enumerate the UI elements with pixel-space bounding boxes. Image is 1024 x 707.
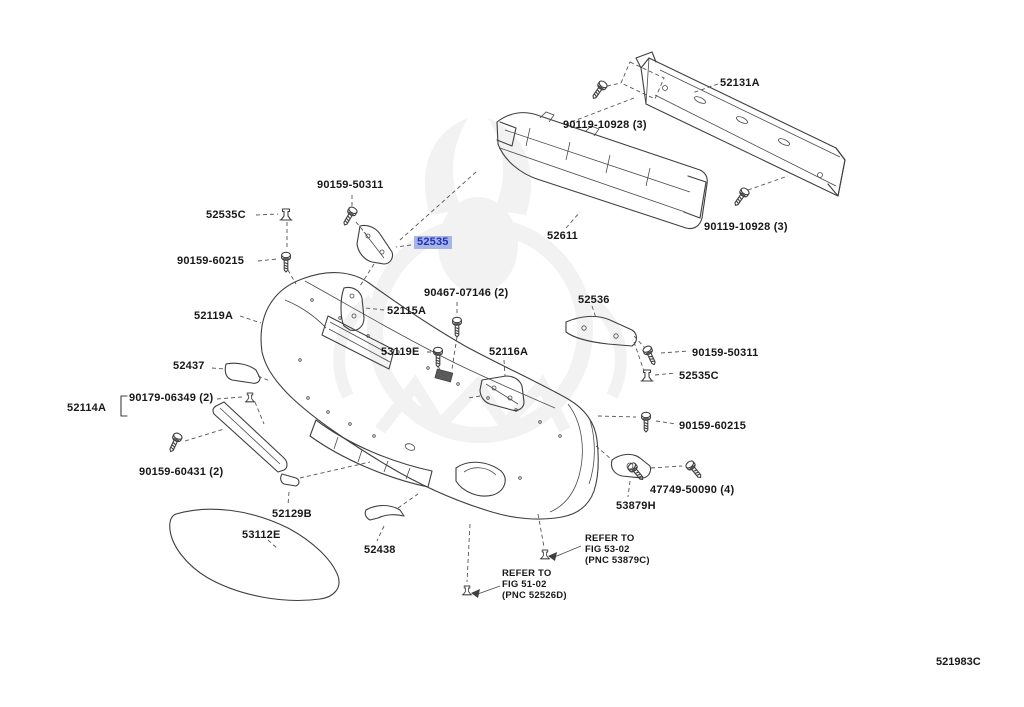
part-label-90119-10928-3-[interactable]: 90119-10928 (3)	[704, 221, 788, 233]
bolt-icon	[340, 205, 359, 228]
part-label-52116A[interactable]: 52116A	[489, 346, 529, 358]
bolt-icon	[452, 316, 462, 338]
part-label-53879H[interactable]: 53879H	[616, 500, 656, 512]
part-52438	[364, 504, 405, 521]
part-label-90159-60215[interactable]: 90159-60215	[679, 420, 747, 432]
part-label-53112E[interactable]: 53112E	[242, 529, 281, 541]
part-label-52131A[interactable]: 52131A	[720, 77, 760, 89]
clip-icon	[640, 369, 654, 382]
part-label-52611[interactable]: 52611	[547, 230, 578, 242]
part-label-52438[interactable]: 52438	[364, 544, 396, 556]
leader-lines	[184, 82, 789, 598]
bracket-52116A	[479, 375, 525, 412]
part-label-90159-60431-2-[interactable]: 90159-60431 (2)	[139, 466, 224, 478]
bolt-icon	[626, 461, 647, 483]
part-label-52114A[interactable]: 52114A	[67, 402, 107, 414]
part-label-52535C[interactable]: 52535C	[206, 209, 246, 221]
lower-grille-53112E	[169, 508, 340, 602]
part-label-52536[interactable]: 52536	[578, 294, 610, 306]
part-52129B	[280, 473, 300, 487]
part-label-52535[interactable]: 52535	[414, 236, 452, 249]
energy-absorber-52611	[496, 111, 708, 230]
bolt-icon	[731, 186, 751, 209]
label-group-bracket	[120, 395, 128, 417]
bolt-icon	[281, 251, 291, 273]
bumper-cover	[260, 272, 599, 520]
clip-icon	[279, 208, 293, 221]
part-label-52115A[interactable]: 52115A	[387, 305, 427, 317]
part-label-90467-07146-2-[interactable]: 90467-07146 (2)	[424, 287, 509, 299]
clip-icon	[461, 585, 473, 596]
bracket-52115A	[340, 286, 365, 331]
clip-icon	[539, 549, 551, 560]
part-label-52129B[interactable]: 52129B	[272, 508, 312, 520]
part-label-90159-60215[interactable]: 90159-60215	[177, 255, 245, 267]
part-label-90159-50311[interactable]: 90159-50311	[692, 347, 759, 359]
retainer-52114A	[212, 401, 288, 473]
bolt-icon	[166, 431, 184, 455]
bolt-icon	[641, 411, 651, 433]
bracket-52535	[356, 224, 394, 265]
reinforcement-bar-52131A	[620, 51, 846, 197]
bolt-icon	[641, 344, 659, 368]
part-label-90119-10928-3-[interactable]: 90119-10928 (3)	[563, 119, 647, 131]
part-label-47749-50090-4-[interactable]: 47749-50090 (4)	[650, 484, 735, 496]
part-53879H	[610, 453, 652, 479]
bolt-icon	[684, 459, 705, 481]
part-label-52437[interactable]: 52437	[173, 360, 205, 372]
part-label-53119E[interactable]: 53119E	[381, 346, 420, 358]
clip-icon	[244, 392, 256, 403]
part-label-90179-06349-2-[interactable]: 90179-06349 (2)	[129, 392, 214, 404]
part-label-90159-50311[interactable]: 90159-50311	[317, 179, 384, 191]
arrow-icon	[471, 589, 480, 598]
diagram-code: 521983C	[936, 656, 981, 668]
arrow-icon	[548, 552, 557, 561]
bolt-icon	[589, 79, 609, 102]
part-label-52535C[interactable]: 52535C	[679, 370, 719, 382]
bolt-icon	[433, 346, 443, 368]
refer-note-26: REFER TO FIG 53-02 (PNC 53879C)	[585, 533, 650, 566]
part-label-52119A[interactable]: 52119A	[194, 310, 234, 322]
refer-note-27: REFER TO FIG 51-02 (PNC 52526D)	[502, 568, 567, 601]
part-52437	[224, 362, 261, 384]
